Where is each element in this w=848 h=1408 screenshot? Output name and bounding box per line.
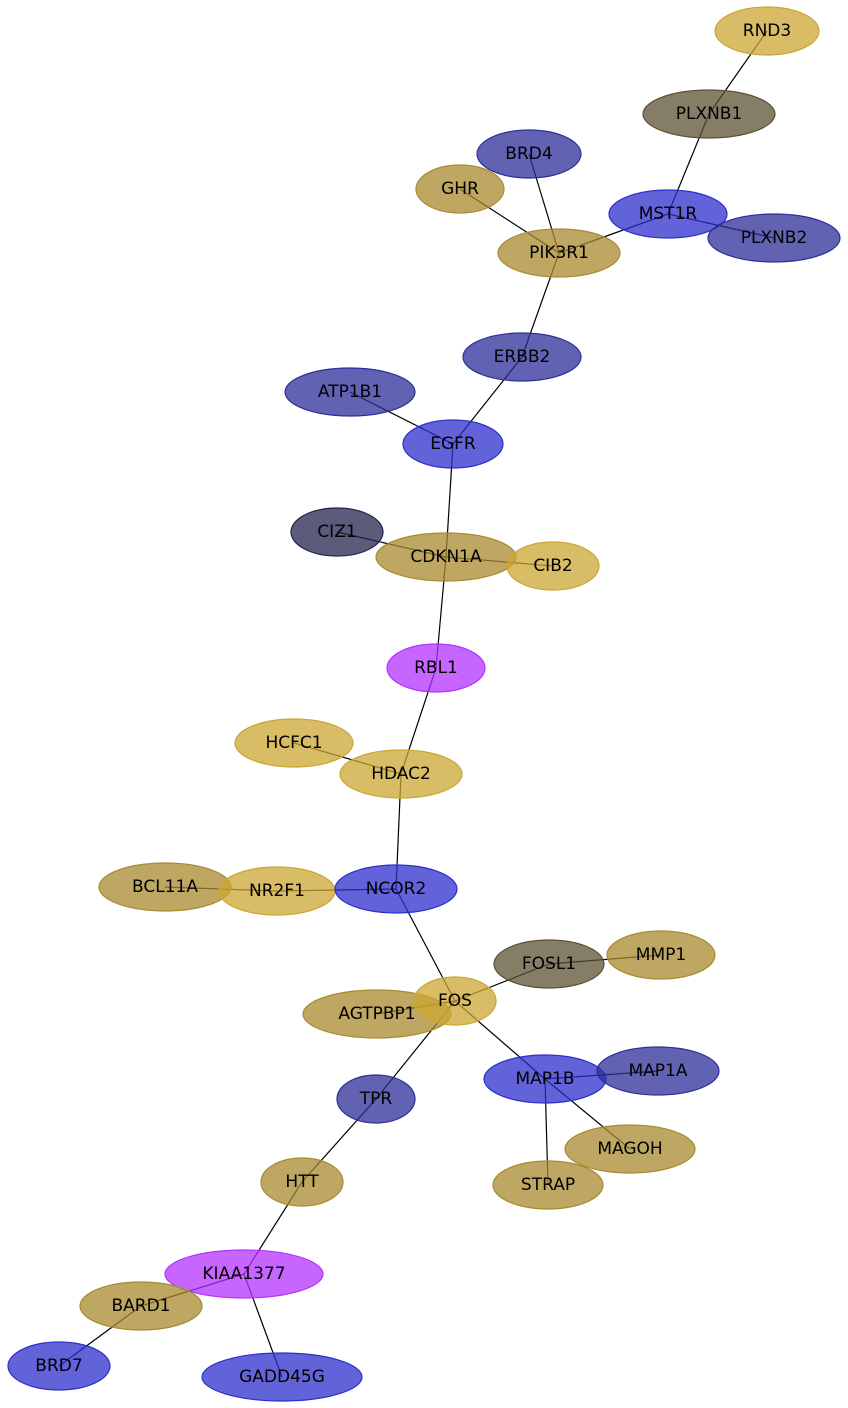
node-bcl11a-shape xyxy=(98,862,232,912)
node-plxnb1-shape xyxy=(642,89,776,139)
node-gadd45g-shape xyxy=(201,1352,363,1402)
node-ncor2[interactable]: NCOR2 xyxy=(334,864,458,914)
node-ciz1[interactable]: CIZ1 xyxy=(290,507,384,557)
node-hdac2-shape xyxy=(339,749,463,799)
node-strap[interactable]: STRAP xyxy=(492,1160,604,1210)
node-pik3r1[interactable]: PIK3R1 xyxy=(497,228,621,278)
node-fosl1[interactable]: FOSL1 xyxy=(493,939,605,989)
node-map1b-shape xyxy=(483,1054,607,1104)
node-cib2-shape xyxy=(506,541,600,591)
node-plxnb2[interactable]: PLXNB2 xyxy=(707,213,841,263)
node-mst1r[interactable]: MST1R xyxy=(608,189,728,239)
node-rnd3-shape xyxy=(714,6,820,56)
node-brd7-shape xyxy=(7,1341,111,1391)
node-tpr-shape xyxy=(336,1074,416,1124)
node-erbb2[interactable]: ERBB2 xyxy=(462,332,582,382)
node-bard1[interactable]: BARD1 xyxy=(79,1281,203,1331)
node-cdkn1a-shape xyxy=(375,532,517,582)
node-htt[interactable]: HTT xyxy=(260,1157,344,1207)
node-hcfc1[interactable]: HCFC1 xyxy=(234,718,354,768)
node-ghr-shape xyxy=(415,164,505,214)
node-magoh[interactable]: MAGOH xyxy=(564,1124,696,1174)
node-strap-shape xyxy=(492,1160,604,1210)
node-erbb2-shape xyxy=(462,332,582,382)
node-magoh-shape xyxy=(564,1124,696,1174)
node-tpr[interactable]: TPR xyxy=(336,1074,416,1124)
node-mmp1-shape xyxy=(606,930,716,980)
node-plxnb2-shape xyxy=(707,213,841,263)
node-egfr[interactable]: EGFR xyxy=(402,419,504,469)
node-atp1b1-shape xyxy=(284,367,416,417)
node-cdkn1a[interactable]: CDKN1A xyxy=(375,532,517,582)
node-fos-shape xyxy=(413,976,497,1026)
node-pik3r1-shape xyxy=(497,228,621,278)
node-egfr-shape xyxy=(402,419,504,469)
node-cib2[interactable]: CIB2 xyxy=(506,541,600,591)
node-rbl1-shape xyxy=(386,643,486,693)
node-nr2f1-shape xyxy=(218,866,336,916)
node-nr2f1[interactable]: NR2F1 xyxy=(218,866,336,916)
node-ghr[interactable]: GHR xyxy=(415,164,505,214)
node-ciz1-shape xyxy=(290,507,384,557)
node-brd7[interactable]: BRD7 xyxy=(7,1341,111,1391)
node-plxnb1[interactable]: PLXNB1 xyxy=(642,89,776,139)
node-fosl1-shape xyxy=(493,939,605,989)
node-mst1r-shape xyxy=(608,189,728,239)
node-bcl11a[interactable]: BCL11A xyxy=(98,862,232,912)
node-mmp1[interactable]: MMP1 xyxy=(606,930,716,980)
node-map1a[interactable]: MAP1A xyxy=(596,1046,720,1096)
node-brd4[interactable]: BRD4 xyxy=(476,129,582,179)
node-hcfc1-shape xyxy=(234,718,354,768)
node-hdac2[interactable]: HDAC2 xyxy=(339,749,463,799)
node-htt-shape xyxy=(260,1157,344,1207)
node-map1b[interactable]: MAP1B xyxy=(483,1054,607,1104)
node-rbl1[interactable]: RBL1 xyxy=(386,643,486,693)
node-gadd45g[interactable]: GADD45G xyxy=(201,1352,363,1402)
node-brd4-shape xyxy=(476,129,582,179)
node-atp1b1[interactable]: ATP1B1 xyxy=(284,367,416,417)
node-ncor2-shape xyxy=(334,864,458,914)
node-kiaa1377-shape xyxy=(164,1249,324,1299)
node-fos[interactable]: FOS xyxy=(413,976,497,1026)
node-rnd3[interactable]: RND3 xyxy=(714,6,820,56)
node-bard1-shape xyxy=(79,1281,203,1331)
node-map1a-shape xyxy=(596,1046,720,1096)
